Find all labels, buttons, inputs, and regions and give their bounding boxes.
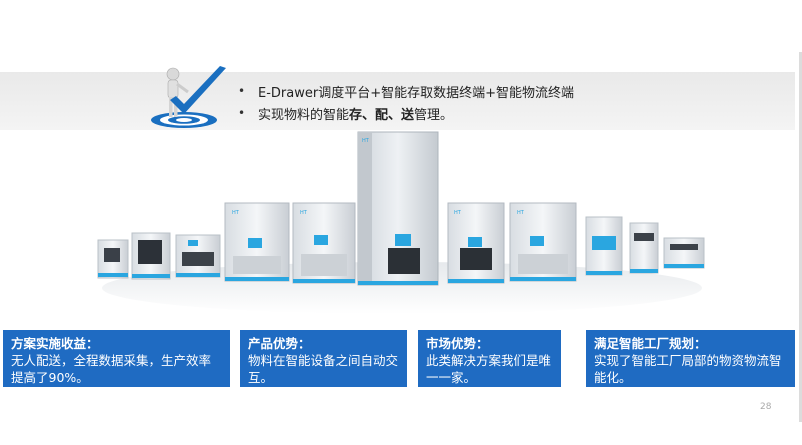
bullet-text-prefix: 实现物料的智能 — [258, 107, 350, 123]
cabinet-medium-1: HT — [224, 202, 290, 282]
cabinet-tall-center: HT — [357, 131, 439, 286]
cabinet-brand-label: HT — [362, 138, 370, 144]
header-bullet-list: • E-Drawer调度平台+智能存取数据终端+智能物流终端 • 实现物料的智能… — [238, 80, 574, 124]
machine-small-left-1 — [97, 239, 129, 279]
machine-small-left-3 — [175, 234, 221, 278]
bullet-text-suffix: 管理。 — [414, 107, 454, 123]
info-box-smart-factory: 满足智能工厂规划： 实现了智能工厂局部的物资物流智能化。 — [586, 330, 795, 387]
checkmark-figure-icon — [151, 66, 226, 128]
machine-small-left-2 — [131, 232, 171, 280]
cabinet-medium-4: HT — [509, 202, 577, 282]
cabinet-medium-2: HT — [292, 202, 356, 284]
bullet-item: • E-Drawer调度平台+智能存取数据终端+智能物流终端 — [238, 80, 574, 102]
product-lineup-image: HT HT HT HT — [97, 131, 705, 314]
machine-small-right-1 — [585, 216, 623, 276]
bullet-item: • 实现物料的智能存、配、送管理。 — [238, 102, 574, 124]
header-band — [0, 72, 795, 130]
cabinet-brand-label: HT — [454, 210, 462, 216]
machine-small-right-3 — [663, 237, 705, 269]
info-box-title: 市场优势： — [426, 336, 489, 351]
info-box-title: 方案实施收益： — [11, 336, 99, 351]
info-box-body: 无人配送，全程数据采集，生产效率提高了90%。 — [11, 353, 212, 385]
info-box-market-advantages: 市场优势： 此类解决方案我们是唯一一家。 — [418, 330, 561, 387]
info-box-body: 实现了智能工厂局部的物资物流智能化。 — [594, 353, 782, 385]
info-box-benefits: 方案实施收益： 无人配送，全程数据采集，生产效率提高了90%。 — [3, 330, 230, 387]
slide-edge-divider — [799, 52, 802, 422]
info-box-body: 此类解决方案我们是唯一一家。 — [426, 353, 552, 385]
info-box-product-advantages: 产品优势： 物料在智能设备之间自动交互。 — [240, 330, 407, 387]
info-box-title: 产品优势： — [248, 336, 311, 351]
bullet-dot-icon: • — [238, 106, 246, 120]
bullet-text: E-Drawer调度平台+智能存取数据终端+智能物流终端 — [258, 85, 574, 101]
bullet-text-bold: 存、配、送 — [349, 107, 415, 123]
cabinet-medium-3: HT — [447, 202, 505, 284]
info-box-body: 物料在智能设备之间自动交互。 — [248, 353, 399, 385]
cabinet-brand-label: HT — [517, 210, 525, 216]
page-number: 28 — [760, 402, 772, 412]
bullet-dot-icon: • — [238, 84, 246, 98]
cabinet-brand-label: HT — [232, 210, 240, 216]
machine-small-right-2 — [629, 222, 659, 274]
cabinet-brand-label: HT — [300, 210, 308, 216]
info-box-title: 满足智能工厂规划： — [594, 336, 707, 351]
